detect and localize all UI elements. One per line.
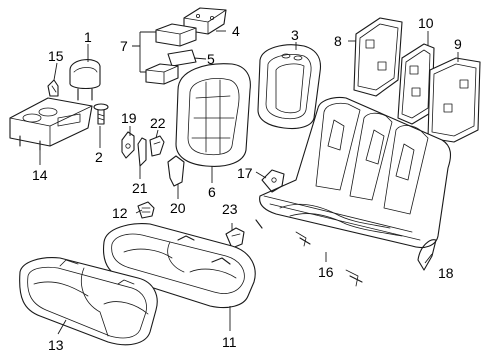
leader-lines xyxy=(39,30,459,335)
callout-3: 3 xyxy=(291,27,299,43)
part-seat-frame xyxy=(255,96,452,287)
part-trim-7a xyxy=(155,23,197,47)
callout-15: 15 xyxy=(48,48,64,64)
part-seatback-cover xyxy=(175,63,251,167)
callout-8: 8 xyxy=(334,33,342,49)
callout-19: 19 xyxy=(121,110,137,126)
callout-1: 1 xyxy=(84,29,92,45)
part-trim-5 xyxy=(167,49,197,67)
callout-5: 5 xyxy=(207,51,215,67)
part-headrest xyxy=(69,59,101,101)
callout-labels: 1 15 14 2 19 21 22 20 6 7 4 5 3 8 10 9 1… xyxy=(32,15,462,353)
part-seatback-frame xyxy=(257,44,322,130)
callout-18: 18 xyxy=(438,265,454,281)
part-headrest-clip xyxy=(47,79,59,97)
part-fastener xyxy=(93,103,109,125)
part-back-panel-8 xyxy=(353,17,403,97)
callout-22: 22 xyxy=(150,115,166,131)
callout-23: 23 xyxy=(222,201,238,217)
callout-9: 9 xyxy=(454,36,462,52)
part-seat-cover xyxy=(19,257,158,346)
callout-20: 20 xyxy=(170,200,186,216)
part-clip-12 xyxy=(137,201,155,219)
callout-11: 11 xyxy=(222,334,237,350)
part-bracket-22 xyxy=(149,135,165,157)
part-back-panel-9 xyxy=(427,57,481,143)
part-armrest-module xyxy=(9,97,93,151)
part-bracket-21 xyxy=(137,137,147,167)
part-bracket-20 xyxy=(167,155,185,187)
part-trim-7b xyxy=(145,63,179,85)
callout-7: 7 xyxy=(120,38,128,54)
callout-21: 21 xyxy=(132,180,148,196)
part-hook-18 xyxy=(417,239,437,271)
callout-2: 2 xyxy=(95,149,103,165)
callout-13: 13 xyxy=(48,337,64,353)
callout-6: 6 xyxy=(208,184,216,200)
callout-17: 17 xyxy=(237,165,253,181)
part-bracket-19 xyxy=(121,131,135,159)
callout-4: 4 xyxy=(232,23,240,39)
bracket-7 xyxy=(132,31,156,73)
callout-12: 12 xyxy=(112,205,128,221)
part-side-bracket-17 xyxy=(261,169,285,193)
callout-16: 16 xyxy=(318,264,334,280)
callout-10: 10 xyxy=(418,15,434,31)
callout-14: 14 xyxy=(32,167,48,183)
